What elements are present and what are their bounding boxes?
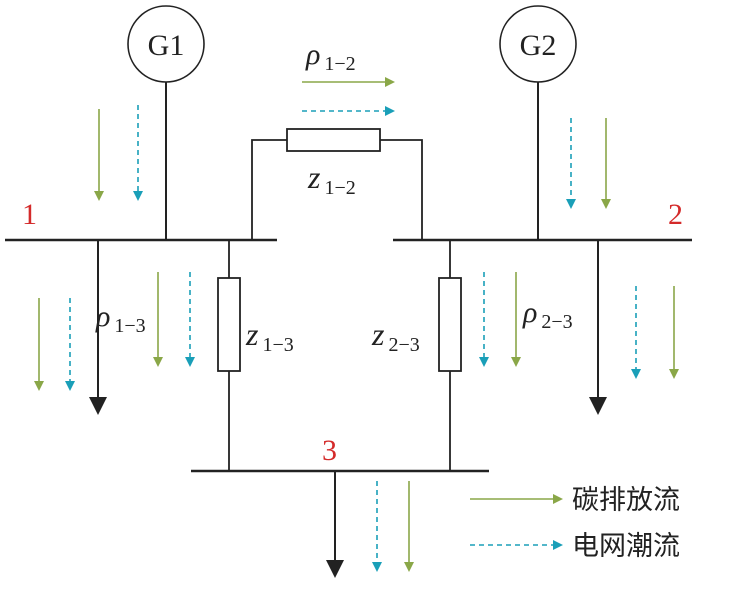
z13-base: z	[245, 316, 259, 352]
legend-carbon-label: 碳排放流	[572, 485, 680, 516]
p13-base: ρ	[95, 300, 110, 333]
p23-sub: 2−3	[541, 311, 572, 333]
p13-sub: 1−3	[114, 315, 145, 337]
p12-sub: 1−2	[324, 53, 355, 75]
legend: 碳排放流 电网潮流	[470, 485, 680, 562]
z13-sub: 1−3	[262, 334, 293, 356]
load-arrowhead-bus1	[89, 397, 107, 415]
flow-arrows	[34, 77, 679, 572]
p23-base: ρ	[522, 296, 537, 329]
impedance-z12-box	[286, 128, 381, 152]
z23-sub: 2−3	[388, 334, 419, 356]
bus-1-label: 1	[22, 198, 37, 231]
load-arrowhead-bus3	[326, 560, 344, 578]
impedance-z23-box	[438, 277, 462, 372]
z12-base: z	[307, 159, 321, 195]
legend-power-label: 电网潮流	[572, 531, 680, 562]
p12-base: ρ	[305, 38, 320, 71]
z12-sub: 1−2	[324, 177, 355, 199]
z23-base: z	[371, 316, 385, 352]
bus-3-label: 3	[322, 434, 337, 467]
generator-g1-label: G1	[148, 29, 185, 62]
generator-g2-label: G2	[520, 29, 557, 62]
impedance-z13-box	[217, 277, 241, 372]
line-1-2	[251, 139, 287, 240]
load-arrowhead-bus2	[589, 397, 607, 415]
bus-2-label: 2	[668, 198, 683, 231]
line-1-2-right	[380, 139, 423, 240]
